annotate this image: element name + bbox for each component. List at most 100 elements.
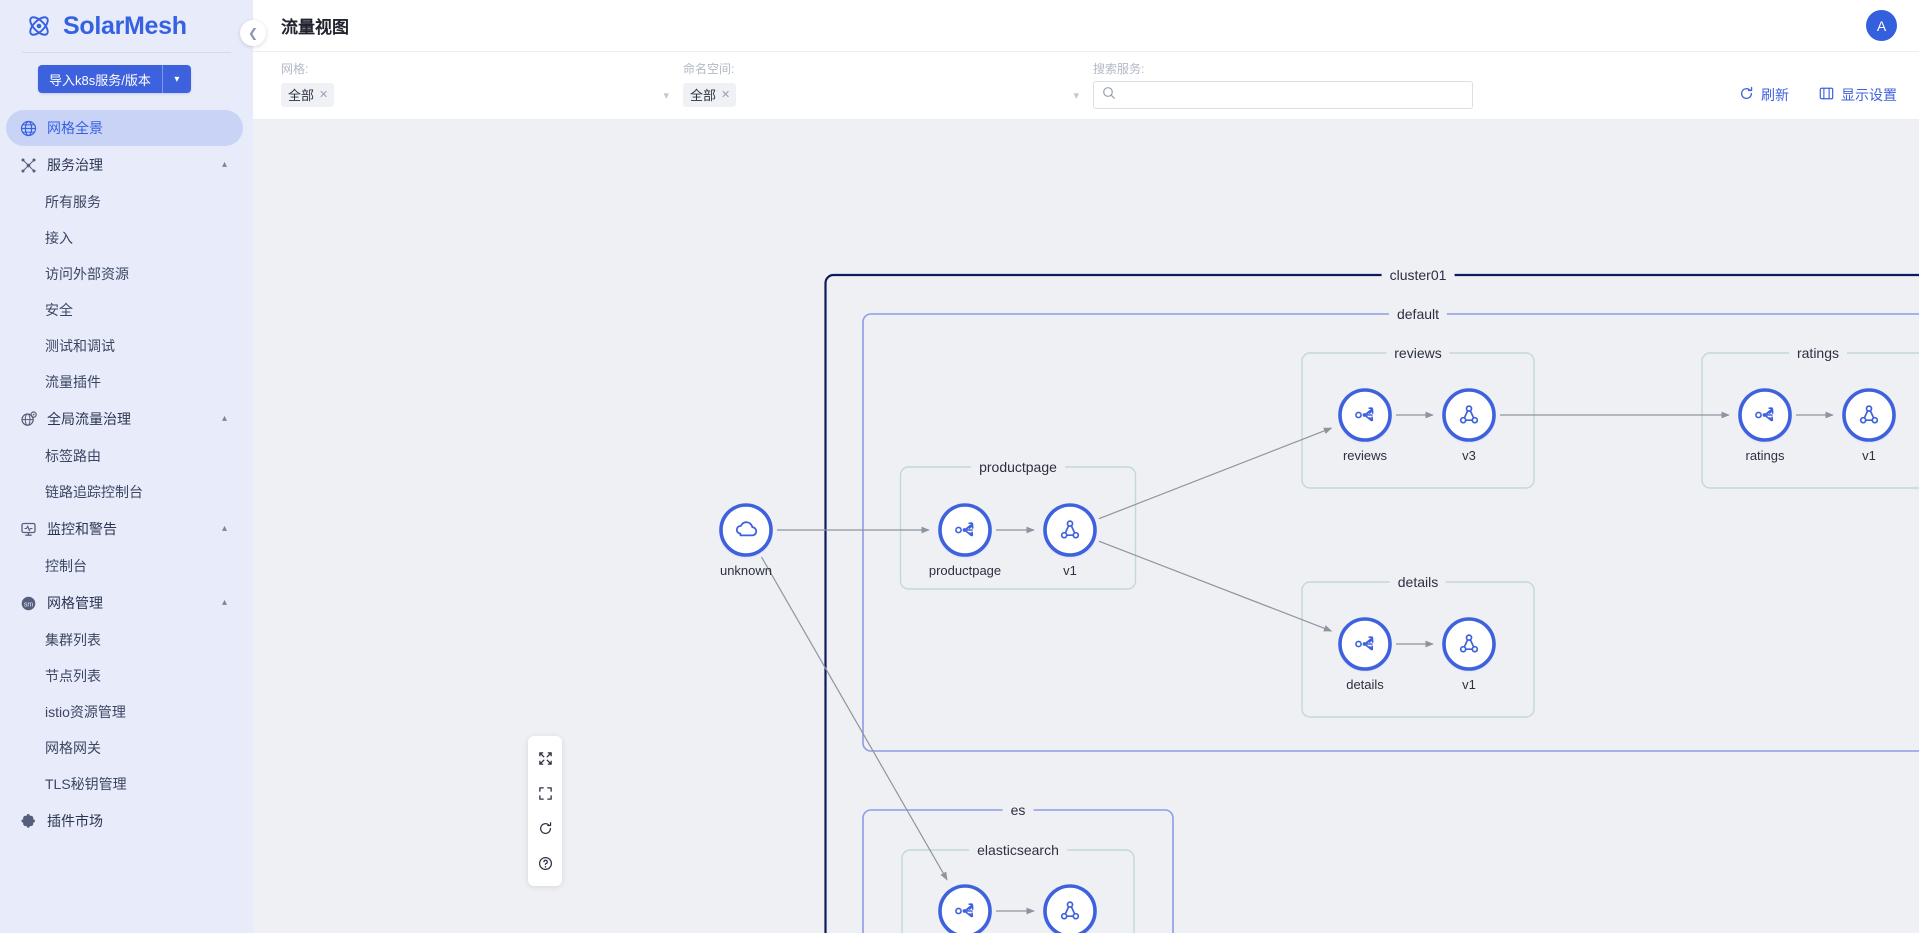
sidebar-item-label: 节点列表 — [45, 668, 101, 684]
svg-text:sm: sm — [24, 601, 34, 608]
graph-container — [862, 313, 1919, 752]
mesh-filter-select[interactable]: 全部 ✕ — [281, 81, 665, 109]
graph-node[interactable] — [1043, 503, 1097, 557]
service-search-filter: 搜索服务: — [1093, 62, 1513, 109]
search-icon — [1102, 86, 1116, 105]
sidebar-item-label: 网格管理 — [47, 595, 103, 611]
mesh-filter-label: 网格: — [281, 62, 309, 76]
sidebar-item-traffic-plugins[interactable]: 流量插件 — [0, 364, 253, 400]
sidebar-item-plugin-market[interactable]: 插件市场 — [6, 803, 243, 839]
sidebar-item-label: 测试和调试 — [45, 338, 115, 354]
mesh-nodes-icon — [20, 157, 37, 174]
sidebar-item-external-resources[interactable]: 访问外部资源 — [0, 256, 253, 292]
sidebar-item-test-debug[interactable]: 测试和调试 — [0, 328, 253, 364]
import-k8s-service-button[interactable]: 导入k8s服务/版本 ▾ — [38, 65, 191, 93]
sidebar-item-global-traffic-governance[interactable]: 全局流量治理 ▴ — [6, 401, 243, 437]
sidebar-item-node-list[interactable]: 节点列表 — [0, 658, 253, 694]
brand: SolarMesh — [0, 0, 253, 52]
service-share-icon — [1355, 407, 1374, 422]
sidebar-item-label: istio资源管理 — [45, 704, 126, 720]
chevron-up-icon[interactable]: ▴ — [221, 522, 227, 534]
sidebar-collapse-toggle[interactable]: ❮ — [240, 20, 266, 46]
graph-container — [1301, 581, 1535, 718]
chevron-up-icon[interactable]: ▴ — [221, 158, 227, 170]
sidebar-item-monitoring-console[interactable]: 控制台 — [0, 548, 253, 584]
cloud-icon — [735, 521, 758, 537]
graph-container — [899, 466, 1137, 590]
chevron-down-icon[interactable]: ▾ — [1073, 90, 1079, 102]
sidebar-item-label: 集群列表 — [45, 632, 101, 648]
close-small-icon[interactable]: ✕ — [721, 89, 731, 101]
sidebar-item-label: 标签路由 — [45, 448, 101, 464]
graph-edge — [1098, 427, 1333, 520]
refresh-button[interactable]: 刷新 — [1739, 85, 1789, 105]
sidebar-item-label: 监控和警告 — [47, 521, 117, 537]
chevron-up-icon[interactable]: ▴ — [221, 596, 227, 608]
sidebar-item-security[interactable]: 安全 — [0, 292, 253, 328]
topology-graph[interactable] — [253, 120, 1919, 933]
namespace-filter: 命名空间: 全部 ✕ ▾ — [683, 62, 1093, 109]
search-input[interactable] — [1122, 87, 1464, 103]
sidebar-item-all-services[interactable]: 所有服务 — [0, 184, 253, 220]
graph-edge — [760, 556, 948, 881]
sidebar-item-label: 控制台 — [45, 558, 87, 574]
import-button-wrap: 导入k8s服务/版本 ▾ — [0, 53, 253, 101]
chevron-left-icon: ❮ — [247, 26, 259, 40]
fullscreen-icon[interactable] — [528, 776, 562, 811]
puzzle-icon — [20, 813, 37, 830]
graph-node[interactable] — [1442, 388, 1496, 442]
graph-node[interactable] — [1842, 388, 1896, 442]
sidebar-item-label: 服务治理 — [47, 157, 103, 173]
sidebar-item-mesh-management[interactable]: sm 网格管理 ▴ — [6, 585, 243, 621]
canvas-tools — [528, 736, 562, 886]
sidebar-item-mesh-overview[interactable]: 网格全景 — [6, 110, 243, 146]
namespace-filter-label: 命名空间: — [683, 62, 735, 76]
sidebar-item-label: 流量插件 — [45, 374, 101, 390]
namespace-filter-tag: 全部 ✕ — [683, 83, 737, 107]
service-share-icon — [955, 903, 974, 918]
sidebar-item-label-routing[interactable]: 标签路由 — [0, 438, 253, 474]
service-search-label: 搜索服务: — [1093, 62, 1145, 76]
display-settings-icon — [1819, 86, 1834, 104]
sidebar-item-tls-keys[interactable]: TLS秘钥管理 — [0, 766, 253, 802]
sidebar-divider — [22, 52, 231, 53]
sidebar-item-label: 网格网关 — [45, 740, 101, 756]
graph-container — [824, 273, 1919, 933]
atom-logo-icon — [26, 13, 52, 39]
close-small-icon[interactable]: ✕ — [319, 89, 329, 101]
chevron-down-icon[interactable]: ▾ — [663, 90, 669, 102]
avatar-letter: A — [1876, 17, 1887, 34]
graph-node[interactable] — [719, 503, 773, 557]
workload-graph-icon — [1459, 634, 1479, 653]
import-button-label: 导入k8s服务/版本 — [49, 72, 151, 88]
sidebar-item-cluster-list[interactable]: 集群列表 — [0, 622, 253, 658]
graph-container — [862, 809, 1174, 933]
sidebar-item-label: 所有服务 — [45, 194, 101, 210]
sidebar-item-istio-resources[interactable]: istio资源管理 — [0, 694, 253, 730]
search-box[interactable] — [1093, 81, 1473, 109]
display-settings-button[interactable]: 显示设置 — [1819, 85, 1897, 105]
graph-node[interactable] — [1043, 884, 1097, 933]
sidebar-nav: 网格全景 服务治理 ▴ 所有服务 接入 访问外部资源 安全 测试和调试 流量插件… — [0, 110, 253, 839]
sidebar-item-label: 访问外部资源 — [45, 266, 129, 282]
help-icon[interactable] — [528, 846, 562, 881]
sidebar-item-mesh-gateway[interactable]: 网格网关 — [0, 730, 253, 766]
chevron-down-icon[interactable]: ▾ — [161, 65, 191, 93]
namespace-filter-select[interactable]: 全部 ✕ — [683, 81, 1075, 109]
fit-view-icon[interactable] — [528, 741, 562, 776]
reload-icon[interactable] — [528, 811, 562, 846]
sidebar-item-tracing-console[interactable]: 链路追踪控制台 — [0, 474, 253, 510]
chevron-up-icon[interactable]: ▴ — [221, 412, 227, 424]
workload-graph-icon — [1060, 901, 1080, 920]
sidebar-item-monitoring-alerts[interactable]: 监控和警告 ▴ — [6, 511, 243, 547]
filter-bar: 网格: 全部 ✕ ▾ 命名空间: 全部 ✕ ▾ — [253, 52, 1919, 120]
sidebar-item-ingress[interactable]: 接入 — [0, 220, 253, 256]
graph-node[interactable] — [1442, 617, 1496, 671]
sidebar-item-service-governance[interactable]: 服务治理 ▴ — [6, 147, 243, 183]
avatar[interactable]: A — [1866, 10, 1897, 41]
sidebar-item-label: 安全 — [45, 302, 73, 318]
display-settings-label: 显示设置 — [1841, 87, 1897, 103]
sidebar: SolarMesh 导入k8s服务/版本 ▾ 网格全景 服务治理 ▴ — [0, 0, 253, 933]
